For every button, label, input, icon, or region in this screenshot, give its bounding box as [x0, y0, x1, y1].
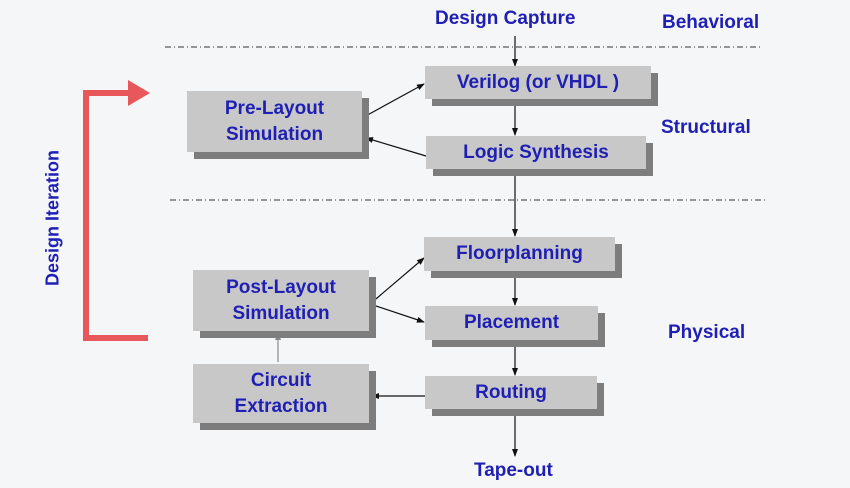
post-layout-line-1: Post-Layout	[226, 276, 336, 298]
logic-synthesis-box: Logic Synthesis	[426, 136, 646, 169]
logic-synthesis-box-label: Logic Synthesis	[463, 141, 609, 163]
floorplanning-box: Floorplanning	[424, 237, 615, 271]
pre-layout-simulation-box: Pre-Layout Simulation	[187, 91, 362, 152]
pre-layout-line-2: Simulation	[225, 123, 324, 145]
circuit-extraction-line-1: Circuit	[250, 369, 312, 391]
verilog-box-label: Verilog (or VHDL )	[456, 71, 620, 93]
routing-box: Routing	[425, 376, 597, 409]
level-physical-label: Physical	[668, 322, 746, 343]
placement-box: Placement	[425, 306, 598, 340]
circuit-extraction-line-2: Extraction	[234, 395, 328, 417]
design-iteration-label: Design Iteration	[42, 149, 63, 287]
arrow-postlayout-to-floorplanning	[369, 257, 425, 305]
level-structural-label: Structural	[661, 117, 751, 138]
design-iteration-arrow	[83, 90, 148, 341]
level-behavioral-label: Behavioral	[662, 12, 760, 33]
pre-layout-line-1: Pre-Layout	[224, 97, 325, 119]
placement-box-label: Placement	[463, 312, 560, 333]
verilog-box: Verilog (or VHDL )	[425, 66, 651, 99]
arrow-postlayout-to-placement	[369, 303, 425, 323]
floorplanning-box-label: Floorplanning	[456, 243, 583, 264]
post-layout-simulation-box: Post-Layout Simulation	[193, 270, 369, 331]
arrow-prelayout-to-verilog	[361, 83, 425, 119]
design-capture-label: Design Capture	[435, 8, 576, 29]
routing-box-label: Routing	[475, 381, 547, 403]
arrow-synthesis-to-prelayout	[365, 137, 427, 157]
post-layout-line-2: Simulation	[232, 302, 330, 324]
tape-out-label: Tape-out	[474, 460, 553, 481]
design-iteration-arrow-head	[128, 80, 150, 106]
circuit-extraction-box: Circuit Extraction	[193, 364, 369, 423]
